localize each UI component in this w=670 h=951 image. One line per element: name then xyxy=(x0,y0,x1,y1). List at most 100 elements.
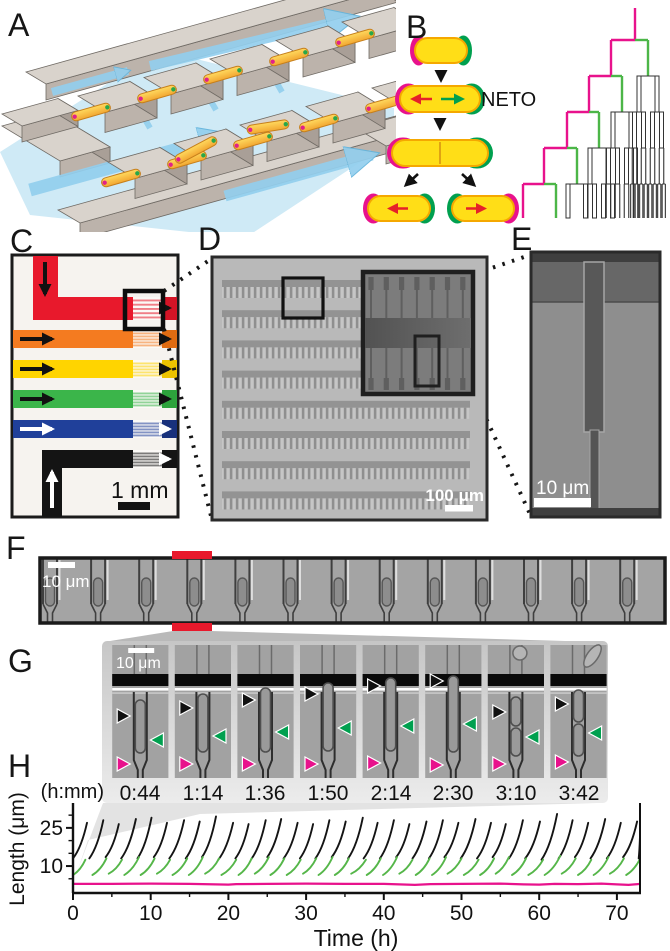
cell-in-channel xyxy=(525,577,537,607)
trap-array-stripe xyxy=(133,458,162,461)
trapped-cell-top-row xyxy=(137,84,177,104)
trap-array-stripe xyxy=(133,398,162,401)
sawtooth-segment xyxy=(494,856,510,875)
scale-bar-d xyxy=(445,505,473,512)
flow-arrow xyxy=(223,155,372,202)
channel-taper xyxy=(282,603,299,622)
trap-array-stripe xyxy=(133,428,162,431)
feeding-trench xyxy=(222,370,470,378)
tree-branch xyxy=(624,147,629,185)
trap-array-stripe xyxy=(133,312,162,315)
trap-array-stripe xyxy=(133,404,162,407)
trapped-cell-bottom-row xyxy=(233,131,273,151)
feeding-trench xyxy=(222,340,470,348)
sawtooth-segment xyxy=(314,819,331,860)
bright-line-2 xyxy=(487,692,544,694)
sawtooth-segment xyxy=(74,821,88,859)
old-end-arrowhead xyxy=(116,707,132,725)
sawtooth-segment xyxy=(298,823,315,860)
inset-channel-mouth xyxy=(383,378,389,390)
channel-tip-arrowhead xyxy=(429,756,445,774)
channel-wall xyxy=(445,692,452,778)
sawtooth-segment xyxy=(184,820,201,860)
trapped-cell-top-row xyxy=(269,47,309,67)
scale-bar-e xyxy=(534,498,591,507)
feeding-trench xyxy=(222,310,470,318)
sawtooth-segment xyxy=(282,821,299,860)
sawtooth-segment xyxy=(347,816,364,860)
frame-bar-left xyxy=(0,97,80,143)
x-tick-label: 0 xyxy=(67,902,79,925)
channel-taper xyxy=(523,603,539,622)
trap-array-stripe xyxy=(133,431,162,434)
trap-comb xyxy=(222,438,470,449)
timelapse-frame xyxy=(487,645,544,778)
sawtooth-segment xyxy=(398,858,414,875)
sem-inset xyxy=(360,269,476,397)
sawtooth-segment xyxy=(152,821,168,859)
cell-in-channel xyxy=(259,687,272,753)
trap-array-stripe xyxy=(133,395,162,398)
sawtooth-segment xyxy=(560,857,577,875)
sawtooth-segment xyxy=(577,858,593,876)
panel-f-channel-strip xyxy=(38,556,667,625)
tree-branch xyxy=(654,75,660,113)
sawtooth-segment xyxy=(511,857,527,876)
neto-label: NETO xyxy=(481,89,536,111)
escaped-cell xyxy=(583,644,602,668)
trap-comb xyxy=(222,407,470,419)
trap-array-stripe xyxy=(133,434,162,437)
x-tick-label: 30 xyxy=(294,902,317,925)
scale-bar-label-c: 1 mm xyxy=(111,477,169,503)
sawtooth-segment xyxy=(204,857,221,875)
channel-tip-arrowhead xyxy=(492,755,508,773)
sawtooth-segment xyxy=(91,857,108,876)
cell-in-channel xyxy=(92,577,104,607)
trap-array-stripe xyxy=(133,332,162,335)
sawtooth-segment xyxy=(330,820,347,859)
trap-array-stripe xyxy=(133,338,162,341)
tree-branch xyxy=(641,111,646,149)
trap-array-stripe xyxy=(133,422,162,425)
timelapse-frame xyxy=(174,645,231,778)
floating-cell xyxy=(174,136,218,164)
channel-wall xyxy=(580,692,586,778)
flow-arrow xyxy=(50,71,128,96)
old-end-arrowhead xyxy=(492,703,508,721)
sawtooth-segment xyxy=(250,819,267,860)
bright-line-2 xyxy=(174,692,231,694)
trap-array-stripe xyxy=(133,303,162,306)
x-tick-label: 10 xyxy=(139,902,162,925)
sawtooth-segment xyxy=(414,857,431,876)
timelapse-frame xyxy=(425,645,482,778)
new-end-arrowhead xyxy=(211,727,227,745)
channel-tip-arrowhead xyxy=(554,753,570,771)
sawtooth-segment xyxy=(395,823,411,859)
scale-bar-g xyxy=(128,648,155,653)
inset-channel-mouth xyxy=(399,277,405,290)
cell-in-channel xyxy=(510,696,522,727)
sawtooth-segment xyxy=(462,858,480,876)
timelapse-frame xyxy=(112,645,169,778)
sawtooth-segment xyxy=(123,856,140,876)
sawtooth-segment xyxy=(446,857,463,875)
old-end-arrowhead xyxy=(429,672,445,690)
channel-wall xyxy=(141,692,148,778)
trapped-cell-top-row xyxy=(71,102,111,122)
panel-h-chart xyxy=(66,803,641,900)
timestamp: 2:14 xyxy=(371,782,412,805)
feeding-trench xyxy=(222,461,470,469)
sawtooth-segment xyxy=(302,857,318,875)
time-format-label: (h:mm) xyxy=(41,781,104,803)
cell-in-channel xyxy=(429,577,440,607)
old-end-arrowhead xyxy=(554,695,570,713)
chart-plot-area xyxy=(74,812,639,887)
sawtooth-segment xyxy=(479,857,496,876)
x-tick-labels: 0 10 20 30 40 50 60 70 xyxy=(67,902,628,925)
cell-in-channel xyxy=(381,577,392,607)
sawtooth-segment xyxy=(107,858,123,875)
sawtooth-segment xyxy=(220,858,238,876)
y-tick-label: 10 xyxy=(40,855,63,878)
